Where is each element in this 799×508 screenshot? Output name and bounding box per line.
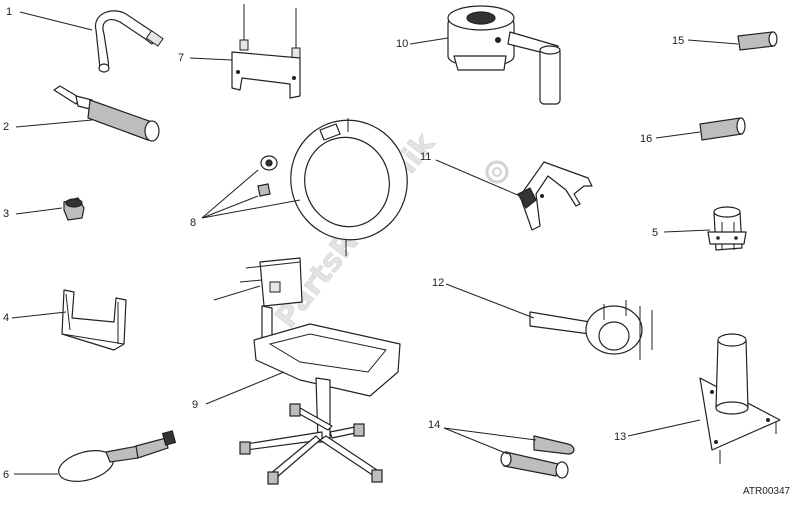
- leader-13: [627, 419, 701, 437]
- callout-4: 4: [3, 312, 9, 324]
- part-13-triangle-base: [699, 333, 781, 464]
- callout-7: 7: [178, 52, 184, 64]
- callout-8: 8: [190, 217, 196, 229]
- part-9-engine-stand: [213, 257, 401, 485]
- leader-8b: [201, 195, 259, 219]
- leader-8a: [201, 169, 259, 219]
- leader-7: [189, 57, 233, 61]
- part-14-sleeves: [500, 435, 575, 479]
- leader-5: [663, 229, 711, 233]
- callout-15: 15: [672, 35, 684, 47]
- watermark-gear-icon: [485, 160, 509, 184]
- leader-2: [15, 119, 93, 128]
- callout-13: 13: [614, 431, 626, 443]
- part-8-ring-gauge: [257, 118, 408, 256]
- leader-15: [687, 39, 739, 45]
- part-3-small-nut: [63, 197, 85, 221]
- callout-11: 11: [420, 151, 431, 163]
- leader-10: [409, 37, 449, 45]
- callout-1: 1: [6, 6, 12, 18]
- part-2-handle-tool: [53, 85, 160, 142]
- callout-10: 10: [396, 38, 408, 50]
- leader-1: [19, 11, 93, 31]
- callout-2: 2: [3, 121, 9, 133]
- leader-4: [11, 311, 67, 319]
- callout-5: 5: [652, 227, 658, 239]
- part-12-pin-ring: [529, 300, 653, 360]
- part-7-pin-plate: [231, 4, 301, 99]
- leader-9: [205, 371, 285, 405]
- leader-16: [655, 131, 701, 139]
- leader-3: [15, 207, 63, 215]
- leader-12: [445, 283, 535, 319]
- leader-11: [435, 159, 521, 197]
- callout-12: 12: [432, 277, 444, 289]
- part-5-slotted-sleeve: [707, 206, 747, 251]
- callout-3: 3: [3, 208, 9, 220]
- leader-14a: [443, 427, 537, 441]
- part-10-crank-tool: [447, 5, 561, 105]
- callout-14: 14: [428, 419, 440, 431]
- callout-9: 9: [192, 399, 198, 411]
- drawing-code: ATR00347: [743, 486, 791, 497]
- callout-16: 16: [640, 133, 652, 145]
- part-15-pin: [737, 31, 778, 51]
- part-16-pin: [699, 117, 746, 141]
- leader-8c: [201, 199, 301, 219]
- callout-6: 6: [3, 469, 9, 481]
- part-4-u-bracket: [61, 289, 127, 351]
- part-11-bracket: [517, 161, 593, 231]
- part-1-hook-wrench: [94, 10, 164, 73]
- leader-14b: [443, 427, 509, 455]
- part-6-strap-wrench: [58, 430, 177, 482]
